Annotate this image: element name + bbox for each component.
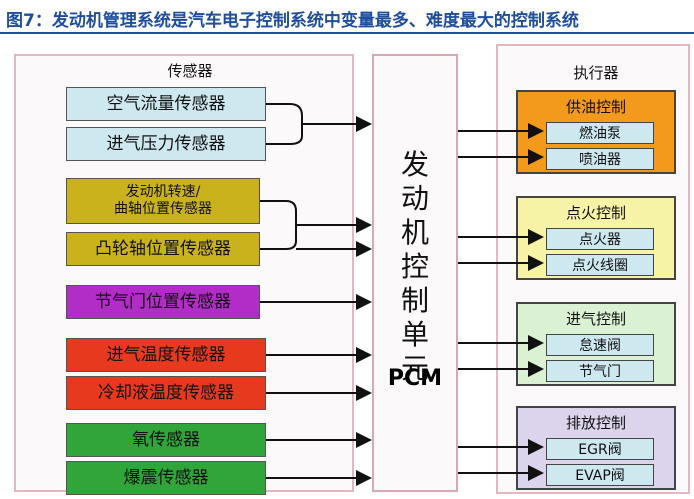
ignition-coil: 点火线圈 (546, 254, 654, 276)
igniter: 点火器 (546, 228, 654, 250)
sensors-section-title: 传感器 (167, 62, 213, 80)
emission-control-title: 排放控制 (565, 414, 626, 432)
egr-valve: EGR阀 (546, 438, 654, 460)
evap-valve: EVAP阀 (546, 464, 654, 486)
fuel-pump: 燃油泵 (546, 122, 654, 144)
figure-title: 图7：发动机管理系统是汽车电子控制系统中变量最多、难度最大的控制系统 (0, 0, 694, 34)
sensor-coolant-temp: 冷却液温度传感器 (66, 376, 266, 410)
throttle: 节气门 (546, 360, 654, 382)
bracket-speed-sensors (260, 200, 297, 250)
sensor-intake-temp: 进气温度传感器 (66, 338, 266, 372)
sensor-throttle-position: 节气门位置传感器 (66, 285, 260, 319)
intake-control-title: 进气控制 (565, 310, 626, 328)
ecu-box: 发 动 机 控 制 单 元 PCM (372, 54, 458, 492)
actuators-section-title: 执行器 (573, 64, 619, 82)
sensor-engine-speed-crank: 发动机转速/ 曲轴位置传感器 (66, 178, 260, 224)
sensor-oxygen: 氧传感器 (66, 423, 266, 457)
bracket-air-sensors (266, 103, 303, 145)
idle-valve: 怠速阀 (546, 334, 654, 356)
ecu-pcm-label: PCM (387, 366, 443, 391)
ecu-label: 发 动 机 控 制 单 元 (400, 148, 429, 385)
sensor-air-flow: 空气流量传感器 (66, 87, 266, 121)
sensor-knock: 爆震传感器 (66, 461, 266, 495)
fuel-control-title: 供油控制 (565, 98, 626, 116)
sensor-camshaft: 凸轮轴位置传感器 (66, 232, 260, 266)
sensor-intake-pressure: 进气压力传感器 (66, 127, 266, 161)
ignition-control-title: 点火控制 (565, 204, 626, 222)
fuel-injector: 喷油器 (546, 148, 654, 170)
ignition-control-group: 点火控制 点火器 点火线圈 (516, 196, 676, 280)
